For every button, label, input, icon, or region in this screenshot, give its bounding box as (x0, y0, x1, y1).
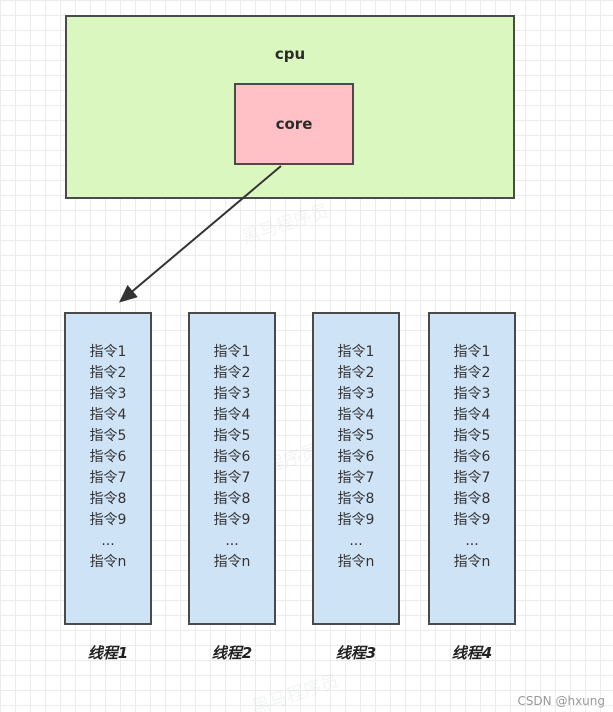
background-watermark: 黑马程序员 (249, 670, 342, 712)
instruction-list: 指令1 指令2 指令3 指令4 指令5 指令6 指令7 指令8 指令9 ... … (337, 344, 375, 570)
cpu-label: cpu (274, 45, 306, 63)
thread3-label: 线程3 (335, 644, 377, 662)
csdn-watermark: CSDN @hxung (517, 694, 605, 708)
thread1-label: 线程1 (87, 644, 129, 662)
thread4-label: 线程4 (451, 644, 493, 662)
instruction-list: 指令1 指令2 指令3 指令4 指令5 指令6 指令7 指令8 指令9 ... … (213, 344, 251, 570)
thread2-label: 线程2 (211, 644, 253, 662)
core-box: core (234, 83, 354, 165)
thread1-box: 指令1 指令2 指令3 指令4 指令5 指令6 指令7 指令8 指令9 ... … (64, 312, 152, 625)
thread4-box: 指令1 指令2 指令3 指令4 指令5 指令6 指令7 指令8 指令9 ... … (428, 312, 516, 625)
thread3-box: 指令1 指令2 指令3 指令4 指令5 指令6 指令7 指令8 指令9 ... … (312, 312, 400, 625)
background-watermark: 黑马程序员 (239, 200, 332, 249)
core-label: core (275, 115, 313, 133)
instruction-list: 指令1 指令2 指令3 指令4 指令5 指令6 指令7 指令8 指令9 ... … (453, 344, 491, 570)
thread2-box: 指令1 指令2 指令3 指令4 指令5 指令6 指令7 指令8 指令9 ... … (188, 312, 276, 625)
cpu-box: cpu core (65, 15, 515, 199)
instruction-list: 指令1 指令2 指令3 指令4 指令5 指令6 指令7 指令8 指令9 ... … (89, 344, 127, 570)
